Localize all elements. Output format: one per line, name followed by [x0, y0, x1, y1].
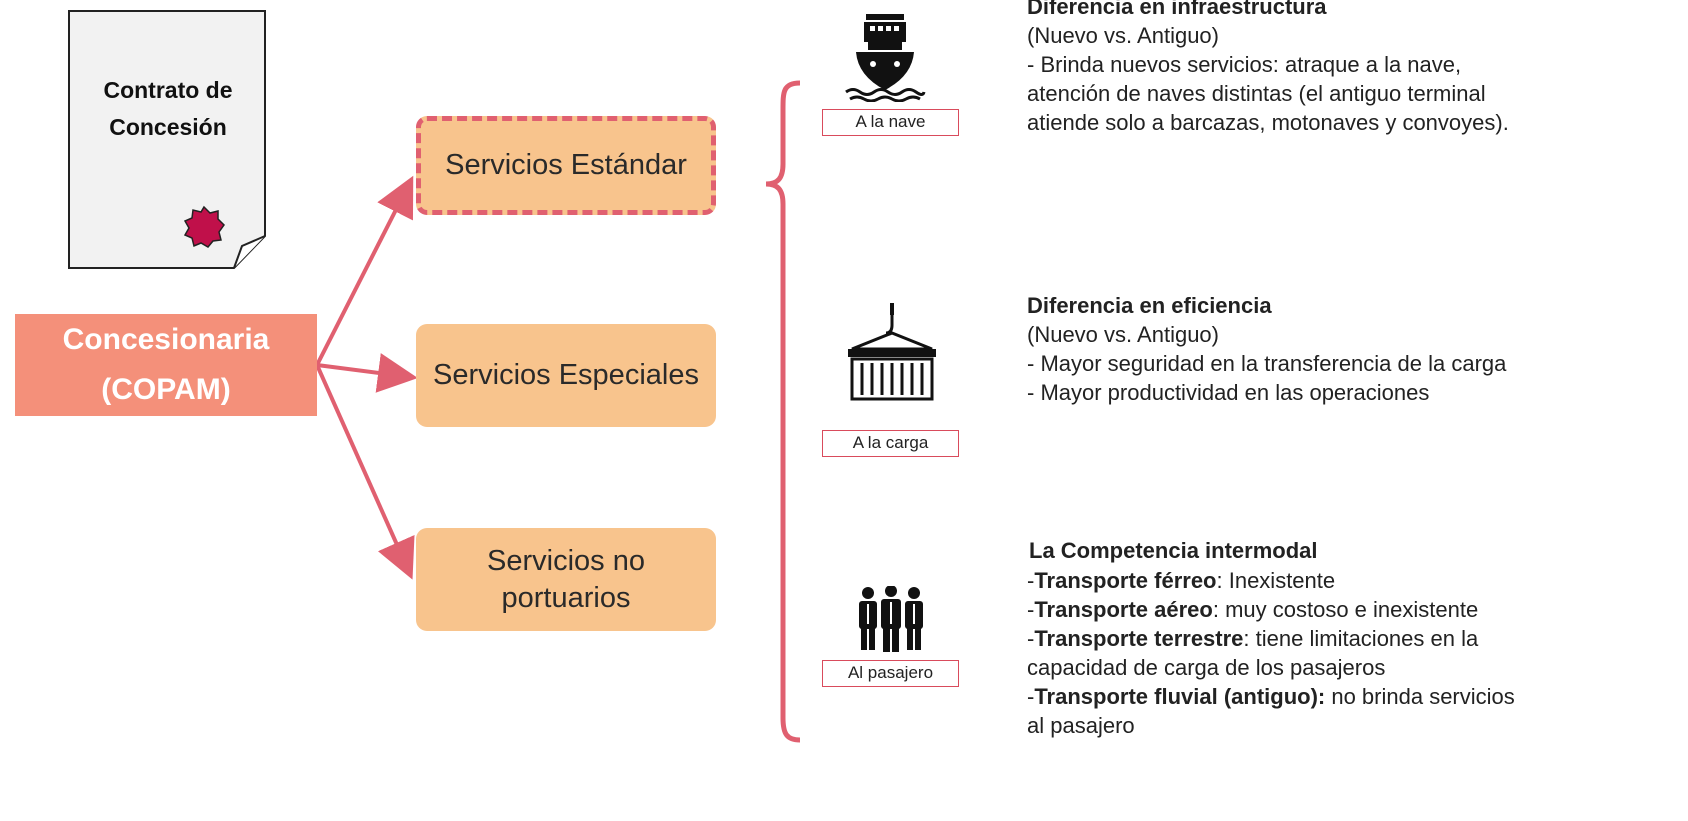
contract-title: Contrato de Concesión — [103, 77, 233, 140]
document-icon — [68, 10, 266, 269]
non-port-services-box: Servicios no portuarios — [416, 528, 716, 631]
efficiency-sub: (Nuevo vs. Antiguo) — [1027, 322, 1219, 347]
competition-road-cont: capacidad de carga de los pasajeros — [1027, 655, 1386, 680]
competition-rail: -Transporte férreo: Inexistente — [1027, 568, 1336, 593]
competition-heading: La Competencia intermodal — [1029, 538, 1318, 563]
concessionaire-name: Concesionaria — [62, 323, 270, 356]
arrow-to-standard — [315, 175, 414, 366]
competition-air: -Transporte aéreo: muy costoso e inexist… — [1027, 597, 1479, 622]
infrastructure-line: - Brinda nuevos servicios: atraque a la … — [1027, 52, 1462, 77]
competition-block: La Competencia intermodal — [1029, 536, 1688, 565]
infrastructure-sub: (Nuevo vs. Antiguo) — [1027, 23, 1219, 48]
tag-passenger: Al pasajero — [822, 660, 959, 687]
tag-ship: A la nave — [822, 109, 959, 136]
competition-river: -Transporte fluvial (antiguo): no brinda… — [1027, 684, 1515, 709]
seal-icon — [183, 205, 225, 248]
concessionaire-abbr: (COPAM) — [101, 373, 231, 406]
people-icon — [859, 586, 923, 652]
infrastructure-heading: Diferencia en infraestructura — [1027, 0, 1327, 19]
tag-cargo: A la carga — [822, 430, 959, 457]
competition-items: -Transporte férreo: Inexistente -Transpo… — [1027, 566, 1687, 740]
arrow-to-non-port — [315, 364, 415, 580]
efficiency-line: - Mayor productividad en las operaciones — [1027, 380, 1430, 405]
standard-services-box: Servicios Estándar — [416, 116, 716, 215]
arrow-to-special — [316, 353, 418, 393]
efficiency-line: - Mayor seguridad en la transferencia de… — [1027, 351, 1507, 376]
ship-icon — [845, 14, 926, 102]
infrastructure-block: Diferencia en infraestructura (Nuevo vs.… — [1027, 0, 1687, 137]
concessionaire-box: Concesionaria (COPAM) — [15, 314, 317, 416]
container-icon — [848, 303, 936, 401]
competition-road: -Transporte terrestre: tiene limitacione… — [1027, 626, 1479, 651]
infrastructure-line: atención de naves distintas (el antiguo … — [1027, 81, 1486, 106]
competition-river-cont: al pasajero — [1027, 713, 1135, 738]
infrastructure-line: atiende solo a barcazas, motonaves y con… — [1027, 110, 1509, 135]
special-services-box: Servicios Especiales — [416, 324, 716, 427]
brace — [765, 80, 801, 743]
efficiency-block: Diferencia en eficiencia (Nuevo vs. Anti… — [1027, 291, 1687, 407]
efficiency-heading: Diferencia en eficiencia — [1027, 293, 1272, 318]
